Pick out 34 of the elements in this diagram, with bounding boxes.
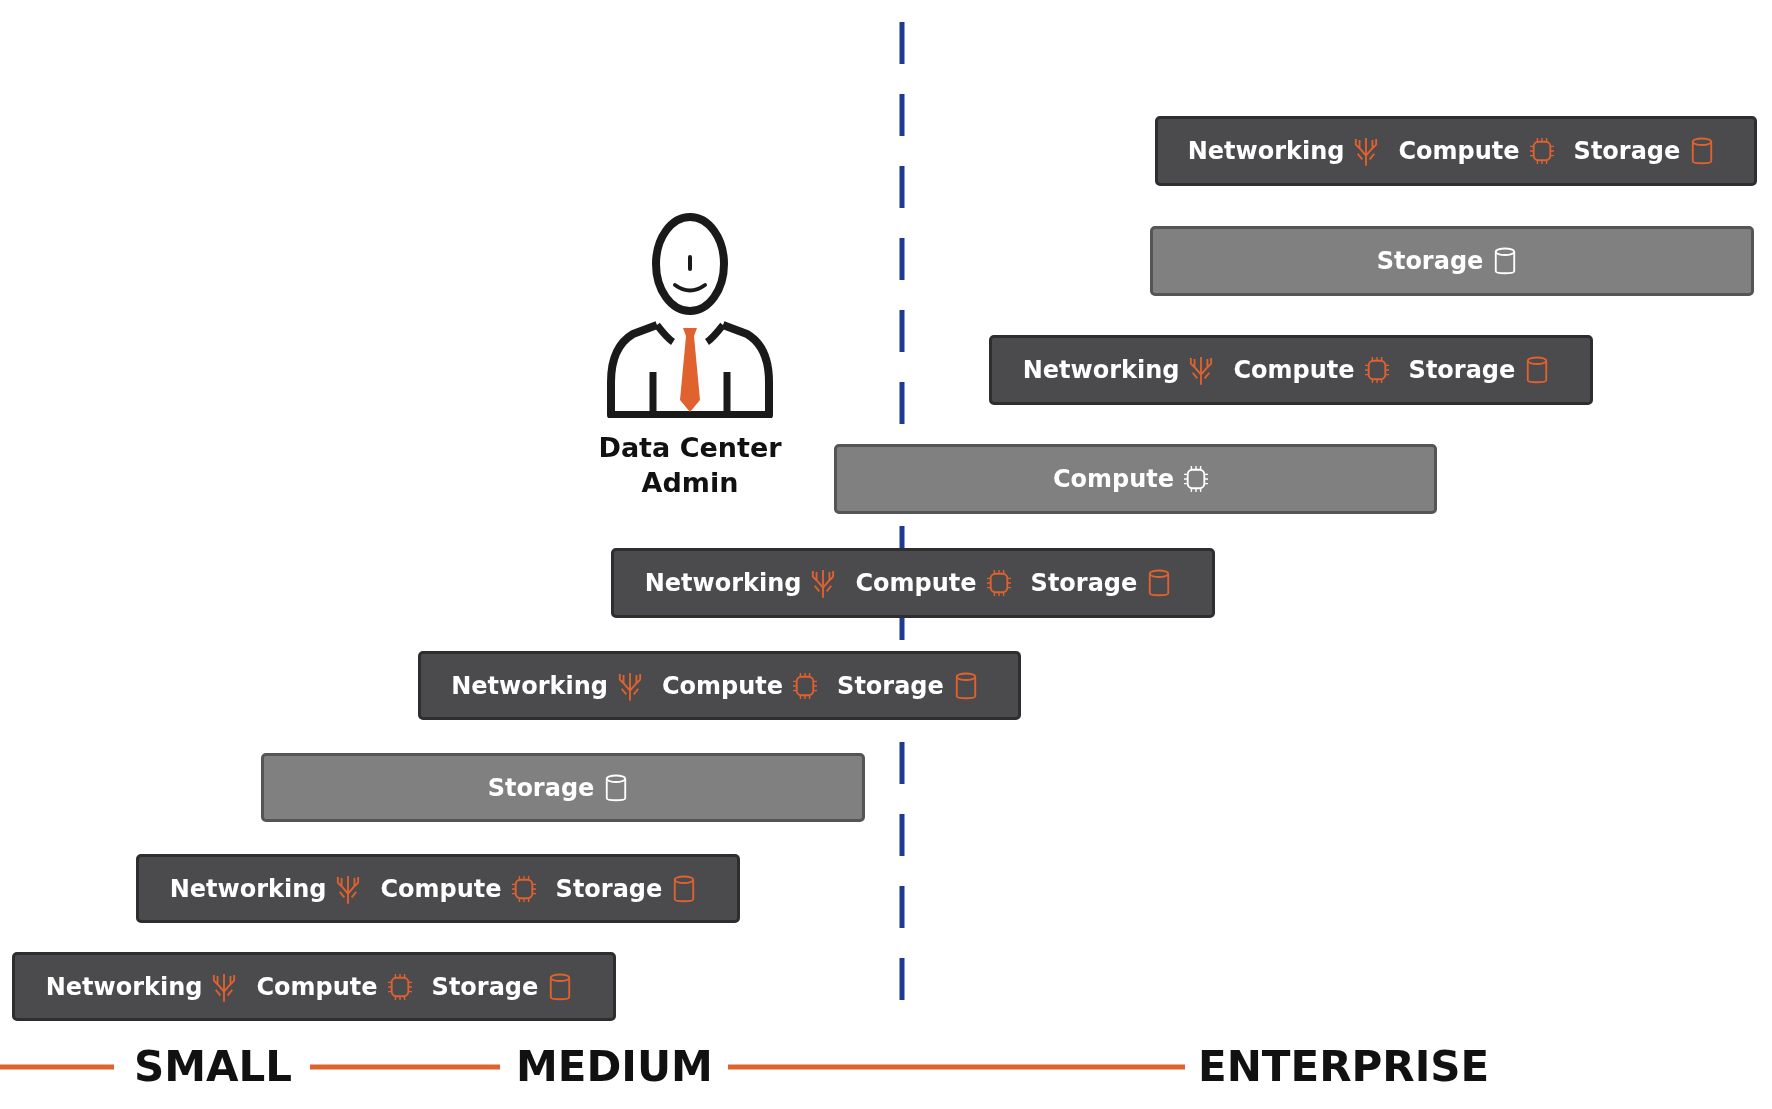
resource-bar	[611, 548, 1215, 618]
bar-label: Storage	[1030, 569, 1138, 597]
bar-label: Storage	[837, 671, 944, 700]
bar-label: Storage	[431, 972, 539, 1001]
bar-label: Storage	[1376, 247, 1484, 275]
resource-bar	[261, 753, 865, 822]
resource-bar	[418, 651, 1021, 720]
bar-label: Compute	[1398, 137, 1520, 165]
bar-label: Networking	[1022, 356, 1180, 384]
bar-label: Networking	[169, 874, 327, 903]
bar-label: Storage	[487, 773, 595, 802]
person-label: Data Center Admin	[597, 431, 783, 500]
resource-bar	[1155, 116, 1757, 186]
scale-label: MEDIUM	[516, 1042, 713, 1092]
resource-bar	[12, 952, 616, 1021]
resource-bar	[1150, 226, 1754, 296]
scale-label: SMALL	[134, 1042, 293, 1092]
bar-label: Compute	[661, 671, 784, 700]
bar-label: Storage	[1408, 356, 1516, 384]
resource-bar	[834, 444, 1437, 514]
bar-label: Networking	[1187, 137, 1345, 165]
bar-label: Storage	[1573, 137, 1681, 165]
bar-label: Compute	[380, 874, 502, 903]
bar-label: Compute	[1233, 356, 1355, 384]
resource-bar	[989, 335, 1593, 405]
resource-bar	[136, 854, 740, 923]
bar-label: Storage	[555, 874, 663, 903]
bar-label: Compute	[256, 972, 378, 1001]
bar-label: Networking	[451, 671, 608, 700]
bar-label: Networking	[644, 569, 802, 597]
scale-label: ENTERPRISE	[1198, 1042, 1490, 1092]
bar-label: Compute	[1052, 465, 1175, 493]
bar-label: Compute	[855, 569, 977, 597]
bar-label: Networking	[45, 972, 203, 1001]
